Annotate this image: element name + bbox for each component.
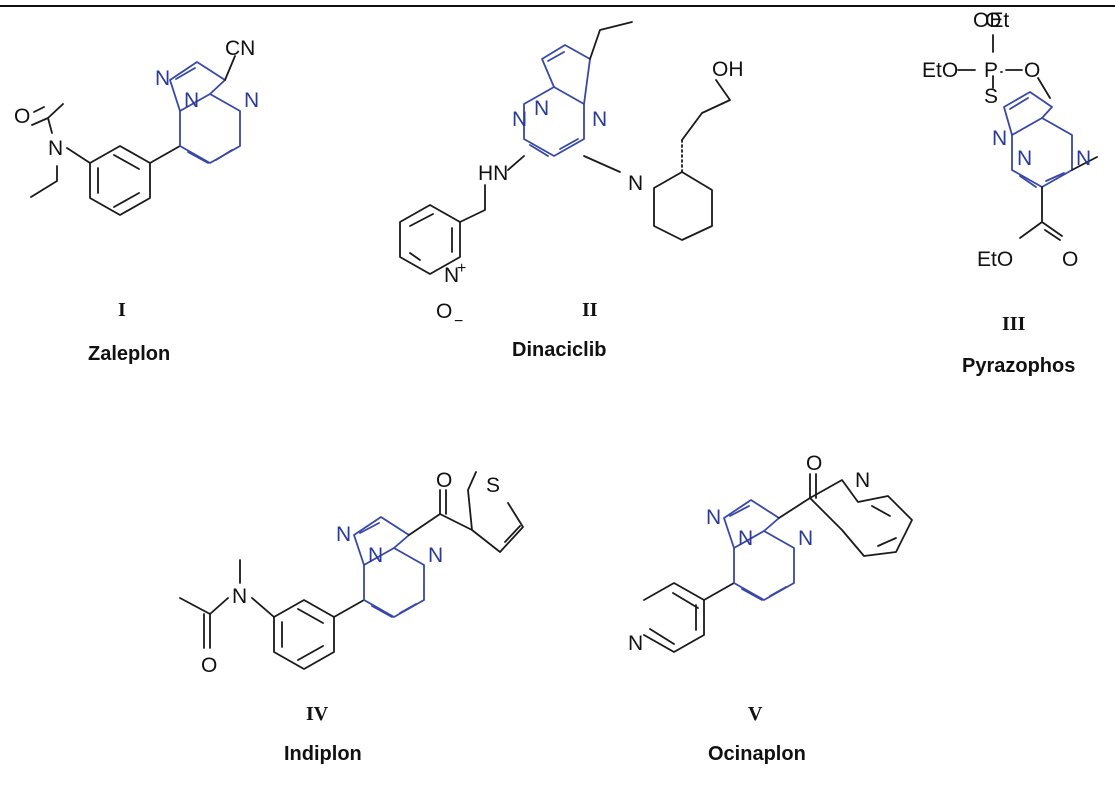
atom-o: O <box>201 654 217 677</box>
compound-name: Pyrazophos <box>962 355 1075 377</box>
structure-ocinaplon: O N N N N N V Ocinaplon <box>628 452 913 765</box>
compound-numeral: I <box>118 299 126 321</box>
atom-n: N <box>444 264 459 287</box>
atom-n: N <box>512 108 527 131</box>
atom-n: N <box>592 108 607 131</box>
atom-cn: CN <box>225 37 255 60</box>
atom-o: O <box>985 9 1001 32</box>
atom-n: N <box>738 527 753 550</box>
compound-name: Indiplon <box>284 743 362 765</box>
atom-n: N <box>232 585 247 608</box>
atom-oh: OH <box>712 58 744 81</box>
atom-n: N <box>628 172 643 195</box>
atom-n: N <box>855 469 870 492</box>
charge-plus: + <box>457 260 466 277</box>
atom-n: N <box>155 67 170 90</box>
atom-n: N <box>428 544 443 567</box>
atom-p: P <box>984 59 998 82</box>
atom-n: N <box>1076 147 1091 170</box>
atom-n: N <box>706 506 721 529</box>
structure-indiplon: O S N N N N O IV Indiplon <box>179 469 524 765</box>
compound-numeral: IV <box>306 703 329 725</box>
compound-numeral: V <box>748 703 763 725</box>
atom-o: O <box>14 105 30 128</box>
atom-o: O <box>1062 248 1078 271</box>
atom-n: N <box>992 127 1007 150</box>
atom-n: N <box>534 97 549 120</box>
atom-n: N <box>368 544 383 567</box>
atom-n: N <box>184 89 199 112</box>
structure-zaleplon: CN N N N N O I Zaleplon <box>14 37 259 365</box>
atom-eto: EtO <box>977 248 1013 271</box>
compound-numeral: III <box>1002 313 1026 335</box>
atom-n: N <box>628 632 643 655</box>
structure-dinaciclib: N N N HN N OH N + O − II Dinaciclib <box>399 21 744 361</box>
compound-name: Ocinaplon <box>708 743 806 765</box>
structure-pyrazophos: O OEt EtO P O S N N N EtO O III Pyrazoph… <box>922 9 1098 377</box>
atom-n: N <box>48 137 63 160</box>
atom-o: O <box>1024 59 1040 82</box>
atom-n: N <box>244 89 259 112</box>
charge-minus: − <box>454 313 463 330</box>
compound-name: Dinaciclib <box>512 339 606 361</box>
atom-o: O <box>436 300 452 323</box>
atom-s: S <box>486 474 500 497</box>
compound-numeral: II <box>582 299 598 321</box>
atom-o: O <box>806 452 822 475</box>
atom-o: O <box>436 469 452 492</box>
atom-hn: HN <box>478 162 508 185</box>
atom-n: N <box>336 523 351 546</box>
compound-name: Zaleplon <box>88 343 170 365</box>
atom-oet: OEt <box>973 9 1009 32</box>
atom-s: S <box>984 85 998 108</box>
atom-n: N <box>1017 147 1032 170</box>
atom-n: N <box>798 527 813 550</box>
atom-eto: EtO <box>922 59 958 82</box>
